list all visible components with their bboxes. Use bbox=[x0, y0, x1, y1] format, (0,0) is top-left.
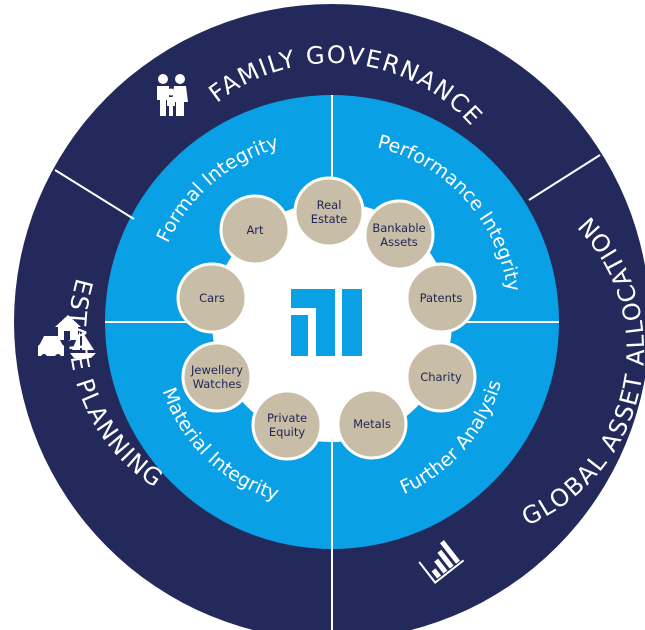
asset-circle bbox=[336, 388, 408, 460]
logo-icon bbox=[291, 289, 362, 356]
house-car-boat-icon bbox=[38, 315, 96, 360]
asset-circle bbox=[405, 341, 477, 413]
asset-circle bbox=[251, 389, 323, 461]
asset-label: Metals bbox=[353, 417, 391, 431]
asset-circle bbox=[181, 341, 253, 413]
asset-label: Art bbox=[246, 223, 264, 237]
asset-circle bbox=[219, 194, 291, 266]
divider-governance-estate bbox=[54, 169, 135, 220]
family-icon bbox=[157, 74, 188, 116]
asset-bubble-cars: Cars bbox=[176, 262, 248, 334]
asset-circle bbox=[363, 199, 435, 271]
divider-governance-allocation bbox=[528, 154, 601, 201]
bar-chart-icon bbox=[418, 540, 465, 584]
asset-circle bbox=[293, 176, 365, 248]
asset-label: Cars bbox=[199, 291, 225, 305]
asset-circle bbox=[176, 262, 248, 334]
asset-label: Charity bbox=[420, 370, 462, 384]
outer-dividers bbox=[54, 154, 601, 630]
asset-bubble-patents: Patents bbox=[405, 262, 477, 334]
asset-bubble-charity: Charity bbox=[405, 341, 477, 413]
asset-bubble-art: Art bbox=[219, 194, 291, 266]
asset-label: Patents bbox=[420, 291, 463, 305]
asset-bubble-metals: Metals bbox=[336, 388, 408, 460]
asset-circle bbox=[405, 262, 477, 334]
